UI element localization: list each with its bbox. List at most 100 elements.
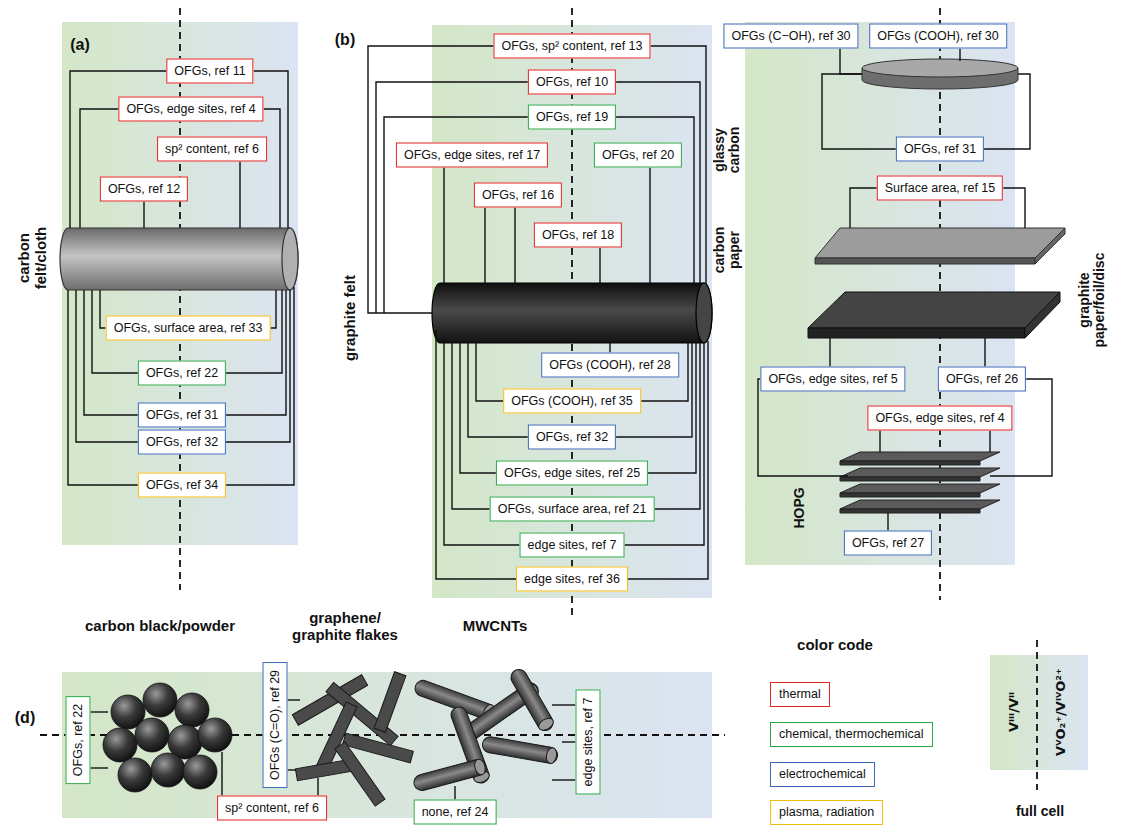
leader-line xyxy=(879,431,880,453)
leader-line xyxy=(84,290,138,415)
panel-label: graphene/ graphite flakes xyxy=(290,610,400,643)
panel-label: Vᴵᴵᴵ/Vᴵᴵ xyxy=(1007,692,1021,732)
leader-line xyxy=(514,208,515,284)
graphite-paper-plate xyxy=(808,292,1060,328)
treatment-box: edge sites, ref 7 xyxy=(576,690,601,795)
hopg-layer xyxy=(840,468,1000,477)
hopg-edge xyxy=(840,477,980,481)
box-text: OFGs, ref 31 xyxy=(146,408,218,422)
treatment-box: OFGs, surface area, ref 33 xyxy=(106,316,271,341)
nanotube xyxy=(412,758,488,793)
leader-line xyxy=(840,49,862,75)
treatment-box: OFGs, ref 11 xyxy=(166,59,253,84)
box-text: OFGs (C=O), ref 29 xyxy=(268,670,282,780)
box-text: OFGs, ref 11 xyxy=(174,64,245,78)
leader-line xyxy=(460,343,496,473)
treatment-box: OFGs (C−OH), ref 30 xyxy=(723,24,858,49)
carbon-black-spheres xyxy=(103,683,232,792)
leader-line xyxy=(616,82,700,283)
leader-line xyxy=(454,786,455,800)
cell-panel xyxy=(990,655,1088,770)
panel-label: carbon paper xyxy=(712,218,743,282)
panel-label: MWCNTs xyxy=(463,618,528,635)
disc-top xyxy=(862,59,1018,77)
box-text: OFGs (C−OH), ref 30 xyxy=(731,29,850,43)
leader-line xyxy=(609,343,610,353)
box-text: OFGs, ref 31 xyxy=(904,142,976,156)
leader-line xyxy=(484,208,485,284)
box-text: OFGs, edge sites, ref 4 xyxy=(126,102,255,116)
nanotube xyxy=(481,736,559,765)
box-text: OFGs, ref 10 xyxy=(536,75,608,89)
leader-line xyxy=(76,290,138,442)
leader-line xyxy=(239,162,240,229)
leader-line xyxy=(264,109,280,228)
leader-line xyxy=(829,338,830,367)
leader-line xyxy=(850,188,877,228)
treatment-box: OFGs (COOH), ref 28 xyxy=(541,353,679,378)
panel-label: (a) xyxy=(70,36,90,54)
plate-side xyxy=(1025,292,1060,338)
box-text: OFGs (COOH), ref 28 xyxy=(549,358,671,372)
box-text: OFGs, ref 18 xyxy=(542,228,614,242)
leader-line xyxy=(959,49,960,62)
box-text: OFGs, ref 12 xyxy=(108,182,180,196)
legend-swatch: thermal xyxy=(770,682,830,707)
leader-line xyxy=(822,74,896,149)
plate-edge xyxy=(815,258,1035,264)
panel-label: HOPG xyxy=(792,487,807,528)
leader-line xyxy=(288,699,301,700)
box-text: OFGs, ref 22 xyxy=(146,366,218,380)
box-text: OFGs, edge sites, ref 5 xyxy=(768,372,897,386)
box-text: OFGs, ref 26 xyxy=(946,372,1018,386)
leader-line xyxy=(91,711,109,712)
leader-line xyxy=(984,74,1030,149)
leader-line xyxy=(562,741,576,742)
hopg-edge xyxy=(840,509,980,513)
treatment-box: OFGs, ref 22 xyxy=(66,696,91,784)
treatment-box: OFGs, ref 10 xyxy=(528,70,616,95)
treatment-box: OFGs (C=O), ref 29 xyxy=(263,662,288,788)
leader-line xyxy=(452,343,490,509)
box-text: OFGs, ref 22 xyxy=(71,704,85,776)
treatment-box: OFGs, ref 22 xyxy=(138,361,226,386)
nanotube xyxy=(508,667,556,734)
panel-label: graphite paper/foil/disc xyxy=(1077,240,1108,360)
leader-line xyxy=(226,290,290,442)
box-text: sp² content, ref 6 xyxy=(225,801,319,815)
cylinder-cap xyxy=(696,283,712,343)
plate-edge xyxy=(808,328,1025,338)
panel-label: carbon felt/cloth xyxy=(16,216,49,300)
box-text: Surface area, ref 15 xyxy=(885,181,995,195)
treatment-box: OFGs, edge sites, ref 17 xyxy=(396,143,548,168)
legend-text: electrochemical xyxy=(779,767,866,781)
treatment-box: OFGs, ref 31 xyxy=(896,137,984,162)
flake xyxy=(335,742,385,806)
leader-line xyxy=(270,290,276,328)
treatment-box: OFGs, ref 31 xyxy=(138,403,226,428)
treatment-box: OFGs, edge sites, ref 25 xyxy=(496,461,648,486)
panel-label: carbon black/powder xyxy=(85,618,235,635)
treatment-box: OFGs, ref 16 xyxy=(474,183,562,208)
hopg-layer xyxy=(840,484,1000,493)
box-text: OFGs, edge sites, ref 17 xyxy=(404,148,540,162)
panel-label: VⱽO₂⁺/VᴵⱽO²⁺ xyxy=(1054,668,1068,756)
leader-line xyxy=(368,46,493,313)
treatment-box: OFGs, ref 27 xyxy=(844,531,932,556)
panel-label: color code xyxy=(797,637,873,654)
treatment-box: OFGs, ref 32 xyxy=(138,430,226,455)
treatment-box: OFGs, sp² content, ref 13 xyxy=(493,34,650,59)
graphene-flakes xyxy=(292,672,413,806)
hopg-layer xyxy=(840,500,1000,509)
treatment-box: edge sites, ref 7 xyxy=(520,533,625,558)
hopg-edge xyxy=(840,493,980,497)
leader-line xyxy=(599,248,600,284)
sphere xyxy=(198,718,232,752)
panel-label: full cell xyxy=(1016,804,1064,819)
tube xyxy=(508,667,556,734)
box-text: OFGs, edge sites, ref 4 xyxy=(875,411,1004,425)
box-text: OFGs, ref 32 xyxy=(536,430,608,444)
treatment-box: OFGs (COOH), ref 35 xyxy=(503,389,641,414)
box-text: OFGs (COOH), ref 35 xyxy=(511,394,633,408)
